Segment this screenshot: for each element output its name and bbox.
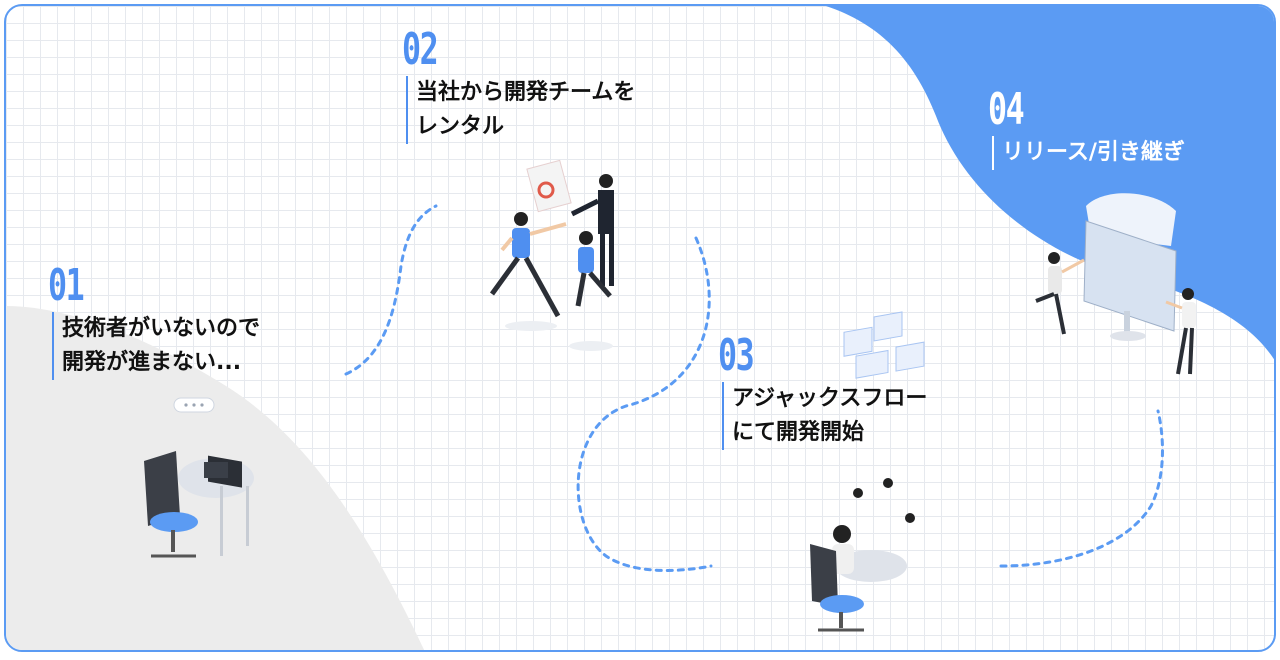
step-caption-line: レンタル (416, 114, 505, 139)
team-handshake-illustration (489, 159, 614, 351)
dashed-path-2 (576, 236, 713, 572)
step-caption: 技術者がいないので 開発が進まない... (52, 312, 260, 380)
background-layer (6, 6, 1274, 650)
step-02: 02 当社から開発チームを レンタル (402, 28, 635, 144)
step-04: 04 リリース/引き継ぎ (988, 88, 1185, 170)
developer-video-call-illustration (810, 311, 925, 632)
step-number: 01 (48, 260, 85, 311)
dashed-path-1 (344, 204, 438, 376)
step-caption-line: 開発が進まない... (62, 350, 242, 375)
step-caption: アジャックスフロー にて開発開始 (722, 382, 927, 450)
step-03: 03 アジャックスフロー にて開発開始 (718, 334, 927, 450)
release-monitor-illustration (1035, 193, 1196, 375)
step-01: 01 技術者がいないので 開発が進まない... (48, 264, 260, 380)
person-at-desk-illustration (144, 397, 254, 558)
step-caption-line: 技術者がいないので (62, 316, 261, 341)
step-number: 02 (402, 24, 439, 75)
step-caption: 当社から開発チームを レンタル (406, 76, 635, 144)
step-caption-line: アジャックスフロー (732, 386, 928, 411)
dashed-path-3 (999, 409, 1164, 568)
step-number: 04 (988, 84, 1025, 135)
flow-diagram: 01 技術者がいないので 開発が進まない... 02 当社から開発チームを レン… (4, 4, 1276, 652)
blue-blob (826, 6, 1274, 360)
step-caption-line: 当社から開発チームを (416, 80, 636, 105)
step-caption-line: にて開発開始 (732, 420, 865, 445)
step-caption: リリース/引き継ぎ (992, 136, 1185, 170)
step-caption-line: リリース/引き継ぎ (1002, 140, 1185, 165)
step-number: 03 (718, 330, 755, 381)
